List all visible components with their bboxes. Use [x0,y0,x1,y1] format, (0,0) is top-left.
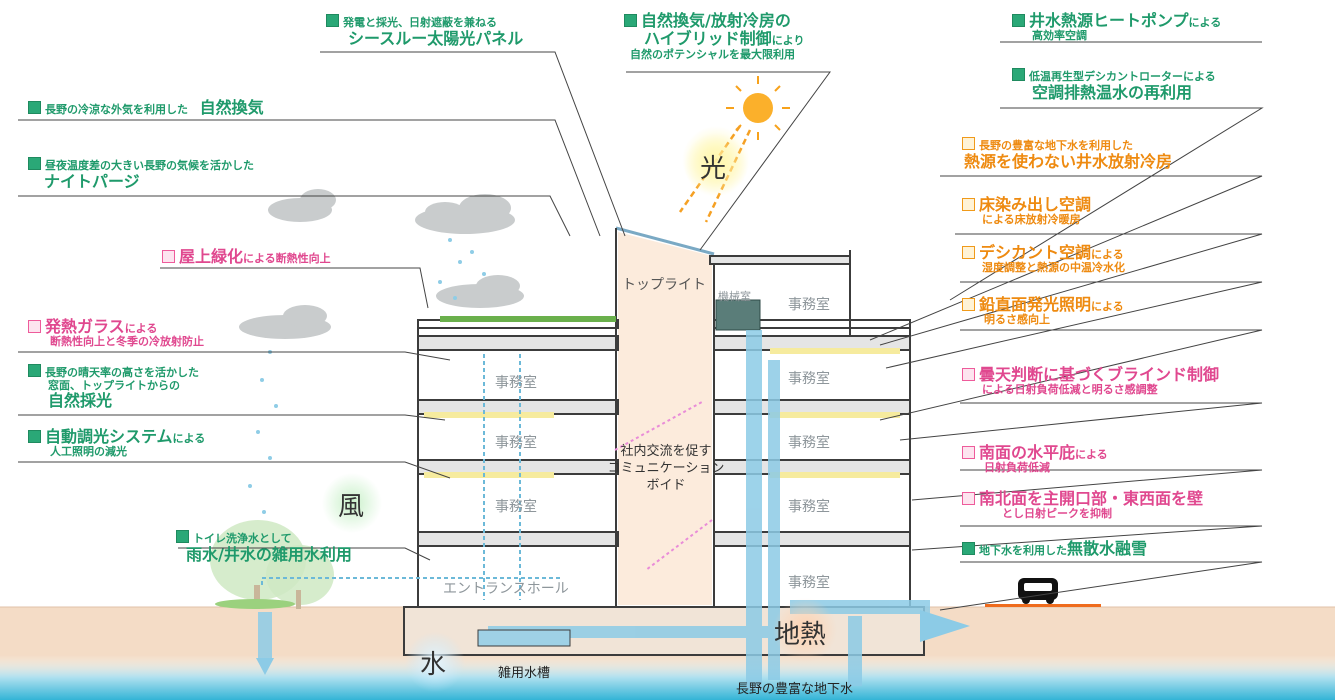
tree-icon [210,520,334,609]
natural-ventilation-label: 長野の冷涼な外気を利用した 自然換気 [28,98,264,117]
blind-control-label: 曇天判断に基づくブラインド制御 による日射負荷低減と明るさ感調整 [962,365,1219,397]
bullet-square-icon [1012,68,1025,81]
machine-unit [715,299,761,331]
bullet-square-icon [326,14,339,27]
seethrough-pv-label: 発電と採光、日射遮蔽を兼ねる シースルー太陽光パネル [326,14,523,48]
auto-dimming-label: 自動調光システムによる 人工照明の減光 [28,427,205,459]
bullet-square-icon [962,198,975,211]
office-room: 事務室 [495,435,537,451]
bullet-square-icon [624,14,637,27]
bullet-square-icon [962,298,975,311]
desiccant-rotor-label: 低温再生型デシカントローターによる 空調排熱温水の再利用 [1012,68,1216,102]
bullet-square-icon [28,157,41,170]
snow-melting-label: 地下水を利用した無散水融雪 [962,539,1147,558]
desiccant-aircon-label: デシカント空調による 湿度調整と熱源の中温冷水化 [962,243,1125,275]
cloud-icon [239,189,524,339]
car-icon [985,578,1101,607]
geothermal-element: 地熱 [774,620,827,650]
horizontal-eaves-label: 南面の水平庇による 日射負荷低減 [962,443,1108,475]
light-element: 光 [700,154,727,184]
heat-glass-label: 発熱ガラスによる 断熱性向上と冬季の冷放射防止 [28,317,204,349]
rain-icon [248,238,486,514]
bullet-square-icon [962,492,975,505]
daylight-label: 長野の晴天率の高さを活かした 窓面、トップライトからの 自然採光 [28,364,199,411]
wind-element: 風 [338,492,365,522]
bullet-square-icon [962,446,975,459]
well-radiant-cooling-label: 長野の豊富な地下水を利用した 熱源を使わない井水放射冷房 [962,137,1173,171]
bullet-square-icon [176,530,189,543]
machine-room: 機械室 [718,290,751,303]
office-room: 事務室 [788,297,830,313]
bullet-square-icon [162,250,175,263]
office-room: 事務室 [495,499,537,515]
bullet-square-icon [28,320,41,333]
floor-aircon-label: 床染み出し空調 による床放射冷暖房 [962,195,1091,227]
office-room: 事務室 [788,575,830,591]
green-roof-label: 屋上緑化による断熱性向上 [162,247,331,266]
bullet-square-icon [962,137,975,150]
groundwater-band [0,655,1335,700]
rainwater-label: トイレ洗浄水として 雨水/井水の雑用水利用 [176,530,352,564]
night-purge-label: 昼夜温度差の大きい長野の気候を活かした ナイトパージ [28,157,254,191]
heat-pump-label: 井水熱源ヒートポンプによる 高効率空調 [1012,11,1221,43]
water-element: 水 [420,650,447,680]
office-room: 事務室 [788,435,830,451]
bullet-square-icon [28,430,41,443]
hybrid-control-label: 自然換気/放射冷房の ハイブリッド制御により 自然のポテンシャルを最大限利用 [624,11,804,61]
bullet-square-icon [962,542,975,555]
office-room: 事務室 [788,499,830,515]
office-room: 事務室 [788,371,830,387]
bullet-square-icon [1012,14,1025,27]
sun-icon [726,76,790,140]
green-roof [440,316,616,322]
entrance-hall-label: エントランスホール [443,581,569,597]
water-tank [477,629,571,647]
bullet-square-icon [962,368,975,381]
bullet-square-icon [962,246,975,259]
toplight-label: トップライト [622,277,706,293]
office-room: 事務室 [495,375,537,391]
building-structure [403,228,925,656]
water-tank-label: 雑用水槽 [498,666,551,681]
bullet-square-icon [28,364,41,377]
vertical-lighting-label: 鉛直面発光照明による 明るさ感向上 [962,295,1124,327]
communication-void-label: 社内交流を促す コミュニケーション ボイド [607,444,725,493]
bullet-square-icon [28,101,41,114]
openings-label: 南北面を主開口部・東西面を壁 とし日射ピークを抑制 [962,489,1203,521]
groundwater-label: 長野の豊富な地下水 [736,682,854,697]
